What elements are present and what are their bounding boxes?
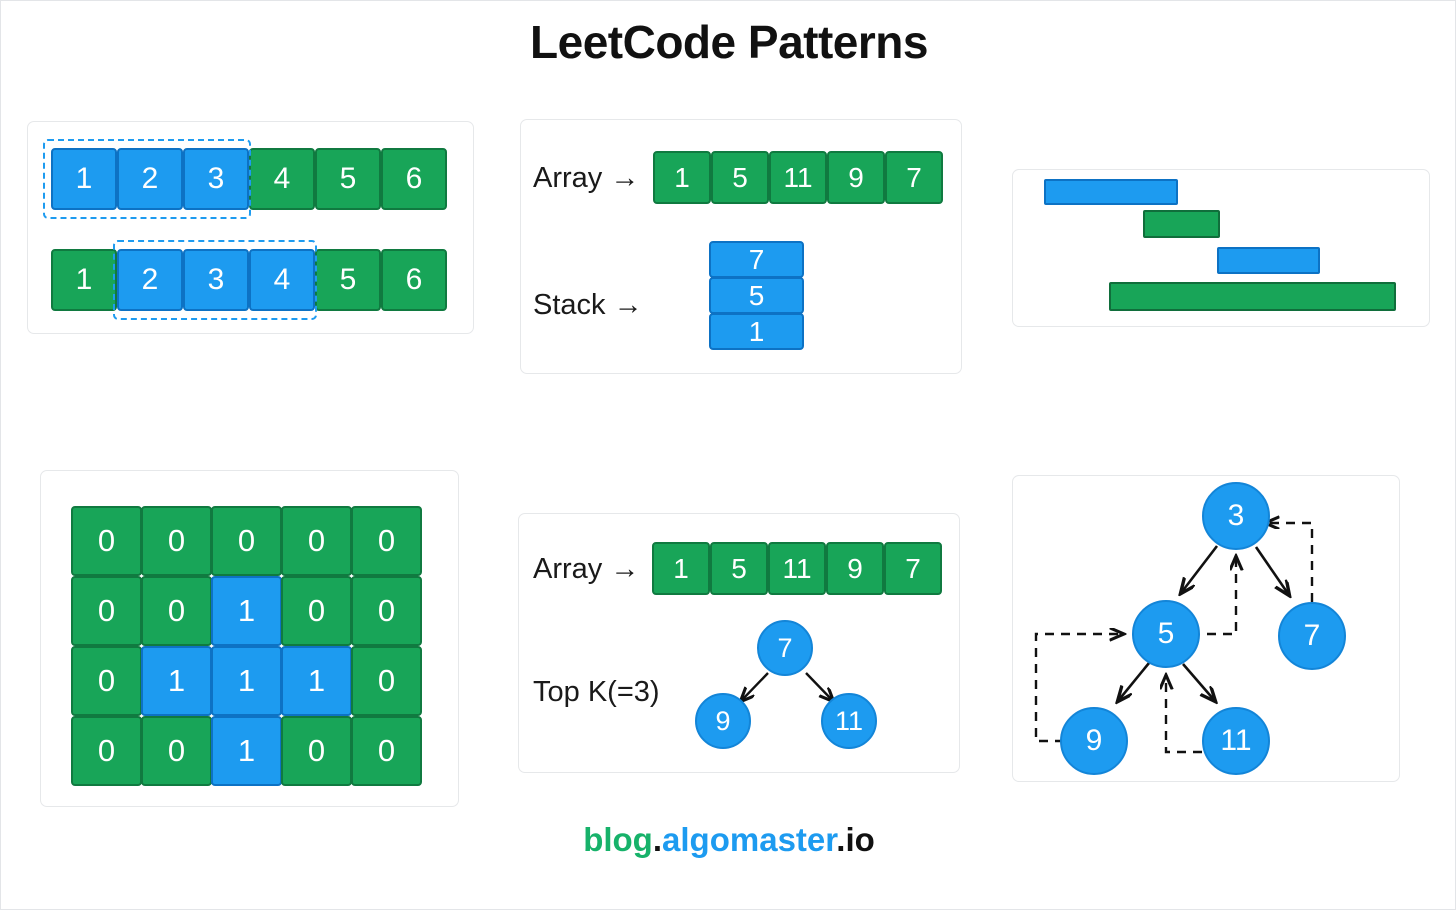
array-cell: 5 [711, 151, 769, 204]
grid-cell: 0 [281, 576, 352, 646]
grid-cell: 0 [351, 506, 422, 576]
grid-cell: 0 [141, 506, 212, 576]
window-cell: 4 [249, 249, 315, 311]
interval-bar [1044, 179, 1178, 205]
array-cell: 7 [884, 542, 942, 595]
interval-bar [1217, 247, 1320, 274]
grid-cell: 0 [281, 716, 352, 786]
grid-cell: 0 [141, 576, 212, 646]
footer-tld: .io [836, 821, 875, 858]
grid-cell: 0 [351, 646, 422, 716]
heap-node: 11 [821, 693, 877, 749]
tree-node: 5 [1132, 600, 1200, 668]
grid-cell: 1 [211, 646, 282, 716]
grid-cell: 1 [141, 646, 212, 716]
window-cell: 5 [315, 249, 381, 311]
footer-brand: blog.algomaster.io [1, 821, 1455, 859]
array-cell: 7 [885, 151, 943, 204]
grid-cell: 0 [351, 716, 422, 786]
window-cell: 3 [183, 148, 249, 210]
window-cell: 2 [117, 249, 183, 311]
window-cell: 1 [51, 249, 117, 311]
array-cell: 5 [710, 542, 768, 595]
window-cell: 3 [183, 249, 249, 311]
window-cell: 1 [51, 148, 117, 210]
tree-node: 11 [1202, 707, 1270, 775]
footer-blog: blog [583, 821, 653, 858]
grid-cell: 0 [71, 576, 142, 646]
stack-cell: 5 [709, 277, 804, 314]
grid-cell: 1 [211, 716, 282, 786]
grid-cell: 0 [71, 716, 142, 786]
grid-cell: 0 [351, 576, 422, 646]
array-cell: 11 [769, 151, 827, 204]
tree-node: 9 [1060, 707, 1128, 775]
heap-node: 9 [695, 693, 751, 749]
array-cell: 9 [826, 542, 884, 595]
tree-node: 7 [1278, 602, 1346, 670]
grid-cell: 1 [281, 646, 352, 716]
sliding-window-highlight [113, 240, 317, 320]
array-cell: 1 [653, 151, 711, 204]
window-cell: 6 [381, 249, 447, 311]
window-cell: 5 [315, 148, 381, 210]
page-title: LeetCode Patterns [530, 16, 928, 68]
window-cell: 6 [381, 148, 447, 210]
interval-bar [1109, 282, 1396, 311]
array-cell: 1 [652, 542, 710, 595]
grid-cell: 0 [281, 506, 352, 576]
heap-node: 7 [757, 620, 813, 676]
array-cell: 9 [827, 151, 885, 204]
grid-cell: 0 [71, 506, 142, 576]
footer-dot: . [652, 821, 663, 858]
stack-cell: 7 [709, 241, 804, 278]
sliding-window-highlight [43, 139, 251, 219]
top-k-label: Top K(=3) [533, 676, 660, 708]
window-cell: 2 [117, 148, 183, 210]
array-label: Array → [533, 553, 640, 585]
stack-label: Stack → [533, 289, 643, 321]
array-label: Array → [533, 162, 640, 194]
interval-bar [1143, 210, 1220, 238]
window-cell: 4 [249, 148, 315, 210]
stack-cell: 1 [709, 313, 804, 350]
array-cell: 11 [768, 542, 826, 595]
tree-node: 3 [1202, 482, 1270, 550]
grid-cell: 0 [71, 646, 142, 716]
footer-algomaster: algomaster [662, 821, 837, 858]
